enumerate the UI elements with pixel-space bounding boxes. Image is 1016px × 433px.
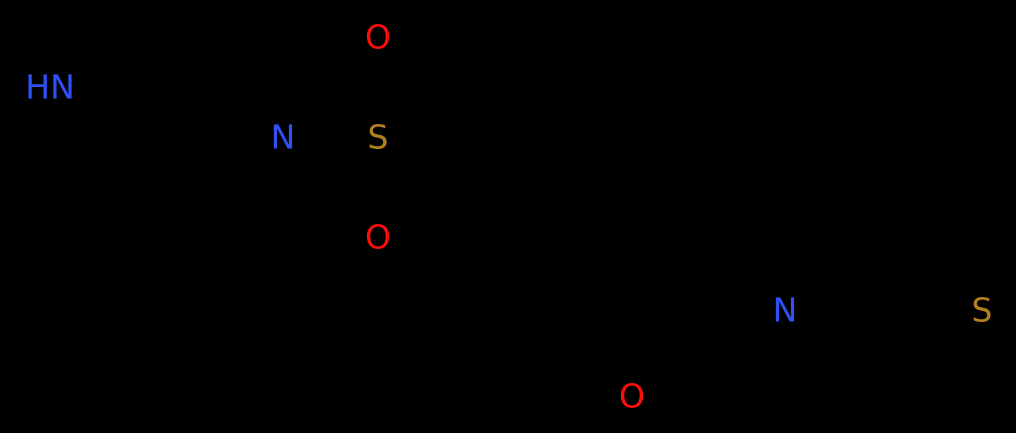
- atom-s-sulfonyl: S: [367, 117, 389, 157]
- atom-s-isothiocyanate: S: [971, 290, 993, 330]
- atom-o-sulfonyl-top: O: [365, 17, 391, 57]
- atom-o-methoxy: O: [619, 376, 645, 416]
- atom-n-piperazine: N: [270, 117, 296, 157]
- atom-o-sulfonyl-bottom: O: [365, 217, 391, 257]
- atom-nh-piperazine: HN: [25, 67, 75, 107]
- atom-n-isothiocyanate: N: [772, 290, 798, 330]
